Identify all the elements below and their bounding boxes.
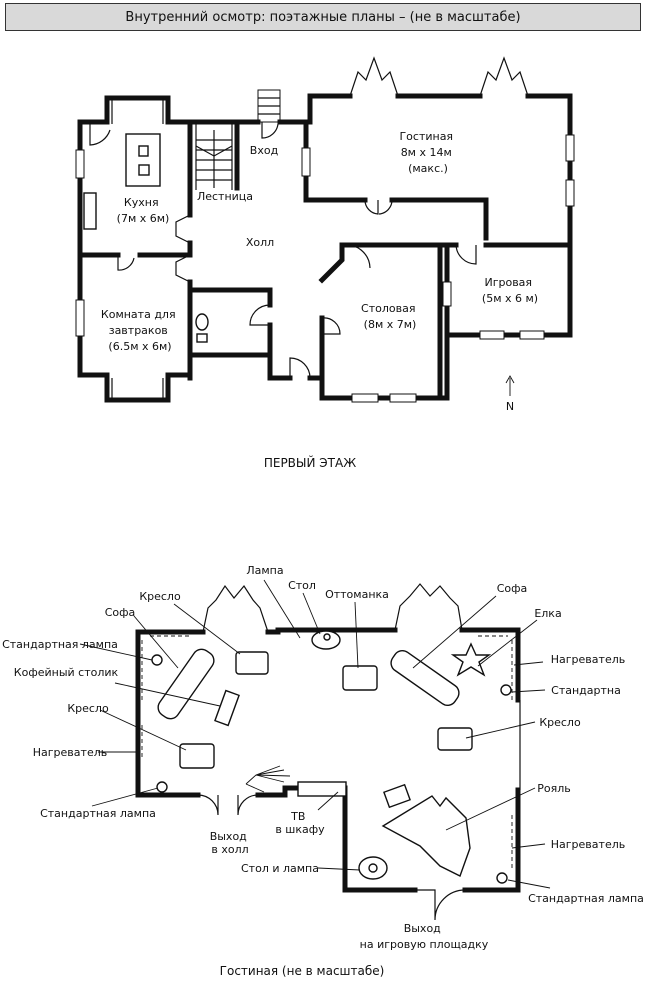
label-armchair-top: Кресло: [139, 590, 181, 603]
ground-floor-caption: ПЕРВЫЙ ЭТАЖ: [264, 455, 356, 470]
christmas-tree-icon: [450, 642, 492, 677]
window: [479, 330, 505, 340]
coffee-table-icon: [214, 689, 240, 727]
floor-lamp-top-left-icon: [151, 654, 163, 666]
living-room-plan: Лампа Стол Оттоманка Софа Кресло Софа Ст…: [2, 564, 644, 978]
label-floor-lamp-bottom-right: Стандартная лампа: [528, 892, 644, 905]
window: [75, 299, 85, 337]
armchair-left-icon: [179, 743, 215, 769]
living-room-caption: Гостиная (не в масштабе): [220, 964, 385, 978]
door-swing-icon: [175, 214, 191, 244]
hall-label: Холл: [246, 236, 274, 249]
window: [351, 393, 379, 403]
lamp-icon: [323, 633, 331, 641]
window: [565, 179, 575, 207]
window: [301, 147, 311, 177]
label-armchair-left: Кресло: [67, 702, 109, 715]
label-floor-lamp-right: Стандартна: [551, 684, 621, 697]
breakfast-room-label: Комната для завтраков (6.5м х 6м): [101, 308, 179, 353]
floor-fan-icon: [245, 765, 291, 793]
leader-lines: [79, 579, 551, 889]
floor-lamp-right-icon: [500, 684, 512, 696]
label-heater-right-top: Нагреватель: [551, 653, 625, 666]
sofa-left-icon: [157, 648, 215, 720]
hall-walls: [187, 287, 325, 381]
header-title: Внутренний осмотр: поэтажные планы – (не…: [125, 9, 521, 25]
window: [442, 281, 452, 307]
stairs-label: Лестница: [197, 190, 253, 203]
label-floor-lamp-top-left: Стандартная лампа: [2, 638, 118, 651]
label-lamp: Лампа: [246, 564, 283, 577]
sink-icon: [138, 145, 149, 157]
door-swing-icon: [175, 254, 191, 283]
label-table-lamp: Стол и лампа: [241, 862, 319, 875]
basin-icon: [196, 333, 208, 343]
side-lamp-icon: [368, 863, 378, 873]
door-swing-icon: [117, 255, 135, 271]
window: [519, 330, 545, 340]
door-swing-icon: [89, 122, 111, 146]
armchair-right-icon: [437, 727, 473, 751]
tv-cabinet-icon: [297, 781, 347, 797]
toilet-icon: [195, 313, 209, 331]
kitchen-label: Кухня (7м х 6м): [117, 196, 170, 225]
label-ottoman: Оттоманка: [325, 588, 389, 601]
hob-icon: [138, 164, 150, 176]
fridge-icon: [83, 192, 97, 230]
label-exit-hall: Выход в холл: [210, 830, 251, 856]
floor-lamp-bottom-left-icon: [156, 781, 168, 793]
label-tree: Елка: [534, 607, 561, 620]
page-header: Внутренний осмотр: поэтажные планы – (не…: [5, 3, 641, 31]
living-room-furniture: [151, 630, 512, 884]
label-armchair-right: Кресло: [539, 716, 581, 729]
label-piano: Рояль: [537, 782, 571, 795]
window: [389, 393, 417, 403]
label-exit-play: Выход на игровую площадку: [360, 922, 489, 951]
label-heater-right-bottom: Нагреватель: [551, 838, 625, 851]
entrance-label: Вход: [250, 144, 279, 157]
dining-room-label: Столовая (8м х 7м): [361, 302, 419, 331]
sofa-right-icon: [390, 650, 460, 706]
label-tv: ТВ в шкафу: [275, 810, 325, 836]
ottoman-icon: [342, 665, 378, 691]
label-floor-lamp-bottom-left: Стандартная лампа: [40, 807, 156, 820]
stairs-block: [187, 119, 253, 191]
grand-piano-icon: [381, 795, 471, 877]
north-arrow-icon: N: [505, 375, 515, 413]
label-coffee-table: Кофейный столик: [14, 666, 119, 679]
window: [75, 149, 85, 179]
ground-floor-plan: Кухня (7м х 6м) Комната для завтраков (6…: [75, 56, 575, 470]
living-room-label: Гостиная 8м х 14м (макс.): [399, 130, 456, 175]
playroom-label: Игровая (5м х 6 м): [482, 276, 538, 305]
floor-lamp-bottom-right-icon: [496, 872, 508, 884]
north-label: N: [506, 400, 514, 413]
label-sofa-left: Софа: [105, 606, 136, 619]
playroom-walls: [437, 242, 573, 401]
kitchen-island-icon: [125, 133, 161, 187]
entrance-steps: [247, 89, 309, 139]
label-table: Стол: [288, 579, 316, 592]
armchair-top-icon: [235, 651, 269, 675]
label-sofa-right: Софа: [497, 582, 528, 595]
living-room-walls: [301, 56, 575, 248]
window: [565, 134, 575, 162]
label-heater-left: Нагреватель: [33, 746, 107, 759]
piano-stool-icon: [383, 783, 411, 809]
